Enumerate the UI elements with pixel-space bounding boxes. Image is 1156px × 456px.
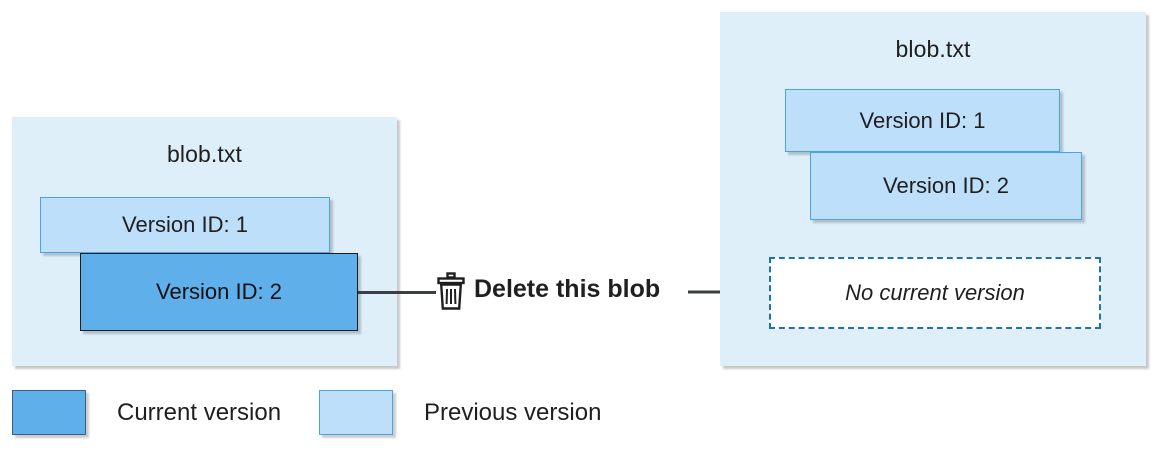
version-card-label: Version ID: 1 (122, 212, 248, 237)
version-card-before-1: Version ID: 1 (40, 197, 330, 253)
version-card-label: Version ID: 2 (883, 173, 1009, 198)
legend-label-current-version: Current version (117, 398, 282, 426)
version-card-before-2-current: Version ID: 2 (80, 253, 358, 331)
blob-name-label-before: blob.txt (167, 141, 242, 167)
version-card-label: Version ID: 1 (859, 107, 986, 133)
legend-label-previous-version: Previous version (424, 398, 602, 426)
legend: Current version Previous version (12, 390, 712, 442)
legend-item-current-version: Current version (12, 390, 281, 435)
version-card-after-1: Version ID: 1 (785, 89, 1060, 152)
legend-swatch-current-version (12, 390, 86, 435)
no-current-version-placeholder: No current version (769, 257, 1101, 329)
legend-swatch-previous-version (319, 390, 393, 435)
connector-line (358, 291, 436, 294)
version-card-label: Version ID: 2 (156, 279, 282, 304)
delete-action-label: Delete this blob (474, 275, 661, 303)
legend-item-previous-version: Previous version (319, 390, 601, 435)
trash-icon (437, 272, 465, 312)
blob-name-label-after: blob.txt (895, 36, 971, 62)
version-card-after-2: Version ID: 2 (810, 152, 1082, 220)
